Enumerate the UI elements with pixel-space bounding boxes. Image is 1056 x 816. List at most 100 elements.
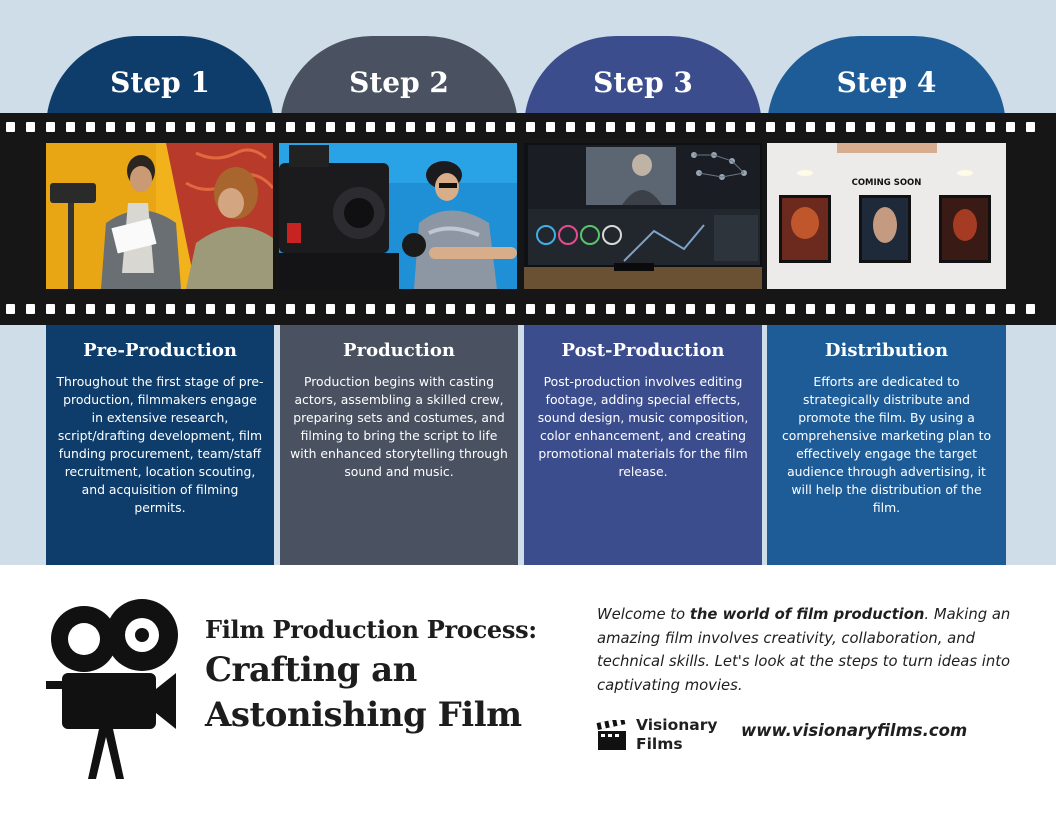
- sprocket-hole: [766, 304, 775, 314]
- step-3-description: Post-production involves editing footage…: [537, 374, 749, 479]
- sprocket-hole: [386, 304, 395, 314]
- sprocket-hole: [386, 122, 395, 132]
- sprocket-hole: [746, 304, 755, 314]
- step-4-dome: [767, 36, 1006, 128]
- step-1-description: Throughout the first stage of pre-produc…: [56, 374, 264, 515]
- sprocket-hole: [1026, 304, 1035, 314]
- footer-subtitle: Film Production Process:: [205, 615, 537, 644]
- sprocket-hole: [866, 122, 875, 132]
- sprocket-hole: [426, 304, 435, 314]
- clapperboard-icon: [596, 720, 626, 750]
- sprocket-hole: [806, 304, 815, 314]
- sprocket-hole: [966, 122, 975, 132]
- sprocket-hole: [1006, 304, 1015, 314]
- sprocket-hole: [686, 122, 695, 132]
- sprocket-hole: [786, 122, 795, 132]
- sprocket-hole: [526, 304, 535, 314]
- step-3-panel: [524, 320, 762, 565]
- sprocket-hole: [906, 304, 915, 314]
- sprocket-hole: [826, 122, 835, 132]
- step-4-label: Step 4: [836, 66, 937, 99]
- sprocket-hole: [666, 304, 675, 314]
- sprocket-hole: [86, 304, 95, 314]
- intro-prefix: Welcome to: [597, 606, 690, 623]
- step-3-photo: [524, 143, 762, 289]
- sprocket-hole: [846, 122, 855, 132]
- sprocket-hole: [266, 304, 275, 314]
- sprocket-hole: [946, 122, 955, 132]
- sprocket-hole: [466, 304, 475, 314]
- step-4-panel: [767, 320, 1006, 565]
- step-2-photo: [279, 143, 517, 289]
- sprocket-hole: [486, 122, 495, 132]
- step-1-label: Step 1: [110, 66, 210, 99]
- intro-highlight: the world of film production: [689, 606, 925, 623]
- sprocket-hole: [566, 122, 575, 132]
- website-link[interactable]: www.visionaryfilms.com: [741, 721, 968, 740]
- sprocket-hole: [406, 304, 415, 314]
- sprocket-hole: [526, 122, 535, 132]
- sprocket-hole: [186, 304, 195, 314]
- sprocket-hole: [566, 304, 575, 314]
- sprocket-hole: [466, 122, 475, 132]
- sprocket-hole: [1026, 122, 1035, 132]
- sprocket-hole: [326, 304, 335, 314]
- sprocket-hole: [506, 122, 515, 132]
- brand-name: Visionary Films: [636, 716, 718, 753]
- step-2-panel: [280, 320, 518, 565]
- sprocket-hole: [686, 304, 695, 314]
- step-3-title: Post-Production: [561, 340, 725, 361]
- sprocket-hole: [986, 304, 995, 314]
- sprocket-hole: [746, 122, 755, 132]
- sprocket-hole: [826, 304, 835, 314]
- step-1-title: Pre-Production: [83, 340, 237, 361]
- sprocket-hole: [626, 122, 635, 132]
- sprocket-hole: [186, 122, 195, 132]
- sprocket-hole: [166, 304, 175, 314]
- sprocket-hole: [26, 304, 35, 314]
- sprocket-hole: [646, 122, 655, 132]
- sprocket-hole: [966, 304, 975, 314]
- sprocket-hole: [46, 304, 55, 314]
- sprocket-hole: [786, 304, 795, 314]
- sprocket-hole: [406, 122, 415, 132]
- step-4-description: Efforts are dedicated to strategically d…: [781, 374, 992, 515]
- sprocket-hole: [206, 304, 215, 314]
- movie-camera-icon: [46, 599, 178, 779]
- sprocket-hole: [146, 304, 155, 314]
- sprocket-hole: [66, 122, 75, 132]
- sprocket-hole: [606, 304, 615, 314]
- sprocket-hole: [426, 122, 435, 132]
- sprocket-hole: [86, 122, 95, 132]
- sprocket-hole: [726, 122, 735, 132]
- step-4-photo: COMING SOON: [767, 143, 1006, 289]
- sprocket-hole: [126, 304, 135, 314]
- sprocket-hole: [506, 304, 515, 314]
- sprocket-hole: [6, 122, 15, 132]
- sprocket-hole: [606, 122, 615, 132]
- sprocket-hole: [106, 122, 115, 132]
- sprocket-hole: [346, 122, 355, 132]
- sprocket-hole: [586, 304, 595, 314]
- step-3-label: Step 3: [593, 66, 693, 99]
- sprocket-hole: [886, 304, 895, 314]
- sprocket-hole: [166, 122, 175, 132]
- film-sprocket-holes-top: [6, 122, 1056, 132]
- sprocket-hole: [486, 304, 495, 314]
- sprocket-hole: [366, 122, 375, 132]
- sprocket-hole: [846, 304, 855, 314]
- sprocket-hole: [586, 122, 595, 132]
- step-1-panel: [46, 320, 274, 565]
- sprocket-hole: [126, 122, 135, 132]
- sprocket-hole: [446, 304, 455, 314]
- sprocket-hole: [366, 304, 375, 314]
- sprocket-hole: [6, 304, 15, 314]
- sprocket-hole: [46, 122, 55, 132]
- sprocket-hole: [286, 122, 295, 132]
- sprocket-hole: [246, 304, 255, 314]
- sprocket-hole: [726, 304, 735, 314]
- sprocket-hole: [946, 304, 955, 314]
- sprocket-hole: [226, 122, 235, 132]
- step-4-title: Distribution: [824, 340, 949, 361]
- intro-suffix: . Making an amazing film involves creati…: [597, 606, 1011, 694]
